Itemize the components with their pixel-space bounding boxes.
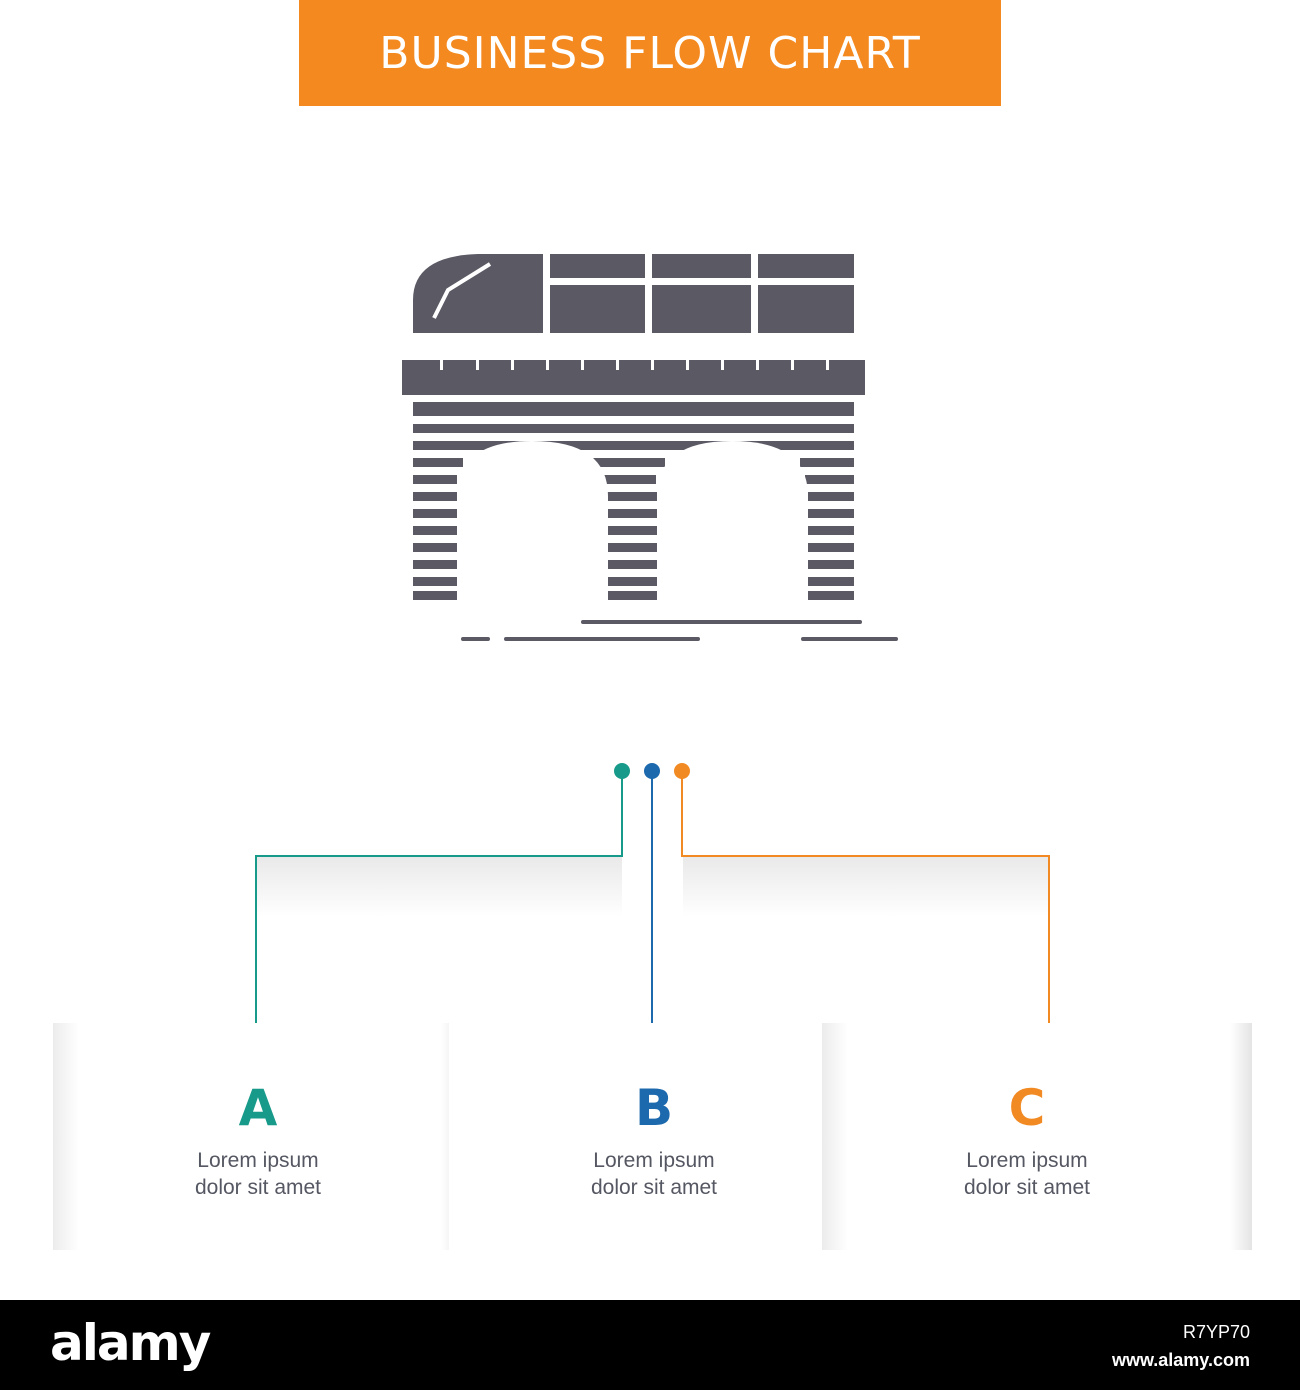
connector-shadow-left: [256, 857, 622, 917]
source-url: www.alamy.com: [1111, 1350, 1250, 1370]
step-text-a: Lorem ipsum dolor sit amet: [53, 1147, 463, 1201]
bridge-beam: [413, 402, 854, 416]
watermark-footer: alamy R7YP70 www.alamy.com: [0, 1300, 1300, 1390]
step-text-b: Lorem ipsum dolor sit amet: [449, 1147, 859, 1201]
step-text-a-line1: Lorem ipsum: [197, 1149, 319, 1172]
train-panel-2: [652, 285, 751, 333]
step-letter-c: C: [1008, 1079, 1046, 1137]
step-text-b-line2: dolor sit amet: [590, 1176, 718, 1199]
flow-connectors: [255, 763, 1050, 1036]
train-windshield-line: [432, 262, 492, 319]
step-text-c: Lorem ipsum dolor sit amet: [802, 1147, 1252, 1201]
step-text-c-line2: dolor sit amet: [963, 1176, 1091, 1199]
step-card-a: A Lorem ipsum dolor sit amet: [53, 1023, 463, 1250]
step-text-c-line1: Lorem ipsum: [966, 1149, 1088, 1172]
train-window-3: [758, 254, 854, 278]
node-dot-b: [644, 763, 660, 779]
chart-title: BUSINESS FLOW CHART: [379, 27, 921, 79]
elevated-train-bridge-icon: [402, 254, 898, 641]
alamy-logo: alamy: [50, 1314, 211, 1372]
train-panel-1: [550, 285, 645, 333]
train-nose: [413, 254, 543, 333]
connector-a: [255, 771, 623, 1036]
step-letter-a: A: [238, 1079, 278, 1137]
bridge-arches: [457, 441, 808, 600]
node-dot-c: [674, 763, 690, 779]
bridge-deck: [402, 360, 865, 395]
train-window-2: [652, 254, 751, 278]
connector-c: [681, 771, 1050, 1036]
step-letter-b: B: [634, 1079, 674, 1137]
connector-shadow-right: [683, 857, 1049, 917]
step-text-b-line1: Lorem ipsum: [593, 1149, 715, 1172]
step-card-c: C Lorem ipsum dolor sit amet: [822, 1023, 1252, 1250]
deck-ticks: [440, 360, 829, 370]
title-banner: BUSINESS FLOW CHART: [299, 0, 1001, 106]
node-dot-a: [614, 763, 630, 779]
step-text-a-line2: dolor sit amet: [194, 1176, 322, 1199]
ground-lines: [461, 620, 898, 641]
step-card-b: B Lorem ipsum dolor sit amet: [449, 1023, 859, 1250]
train-panel-3: [758, 285, 854, 333]
image-id: R7YP70: [1182, 1322, 1250, 1342]
train-window-1: [550, 254, 645, 278]
